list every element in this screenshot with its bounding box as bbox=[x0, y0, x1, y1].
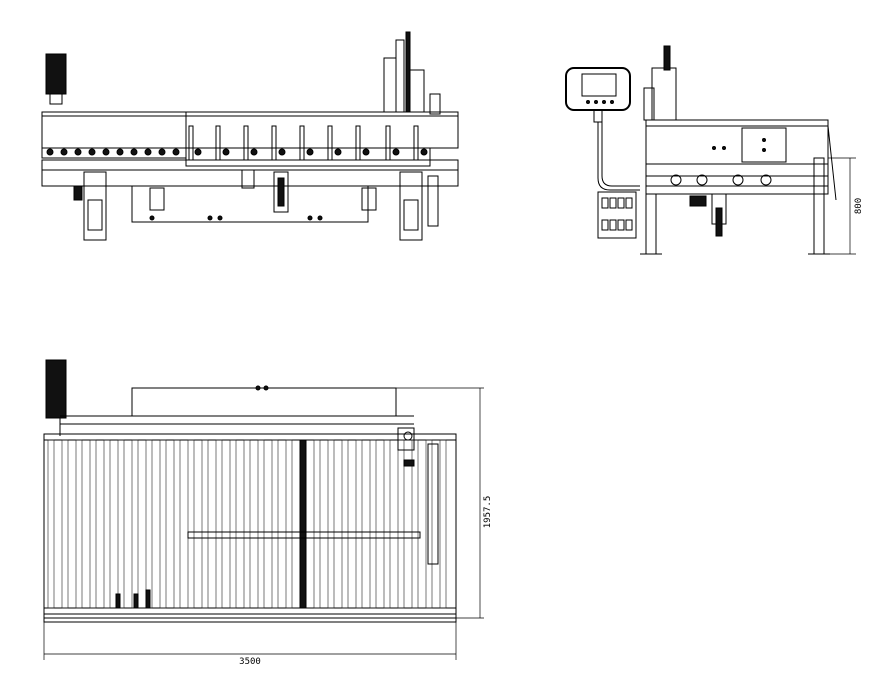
top-depth-dimension: 1957.5 bbox=[396, 387, 493, 619]
front-roller-row bbox=[41, 147, 428, 159]
side-height-dimension: 800 bbox=[828, 157, 864, 255]
front-comb-pins bbox=[188, 125, 419, 161]
top-rollers bbox=[47, 439, 447, 609]
front-motor bbox=[45, 53, 67, 95]
side-cabinet bbox=[597, 191, 637, 239]
front-central-drive bbox=[273, 171, 289, 213]
top-width-dimension: 3500 bbox=[43, 618, 457, 667]
top-rear-box bbox=[131, 387, 397, 417]
top-width-label: 3500 bbox=[239, 657, 261, 667]
top-roller-bed bbox=[43, 433, 457, 619]
top-depth-label: 1957.5 bbox=[483, 496, 493, 529]
side-view: 800 bbox=[565, 45, 864, 255]
front-base-platform bbox=[131, 185, 369, 223]
side-control-panel bbox=[565, 67, 631, 123]
side-tower bbox=[651, 67, 677, 121]
front-main-beam bbox=[41, 111, 459, 149]
front-view bbox=[41, 31, 459, 241]
side-main-body bbox=[645, 119, 829, 165]
side-height-label: 800 bbox=[854, 198, 864, 214]
front-right-mast bbox=[383, 31, 441, 115]
front-left-leg bbox=[73, 171, 107, 241]
top-motor bbox=[45, 359, 67, 419]
front-right-leg bbox=[399, 171, 439, 241]
top-cross-bar bbox=[187, 531, 421, 539]
top-view: 3500 1957.5 bbox=[43, 359, 493, 667]
